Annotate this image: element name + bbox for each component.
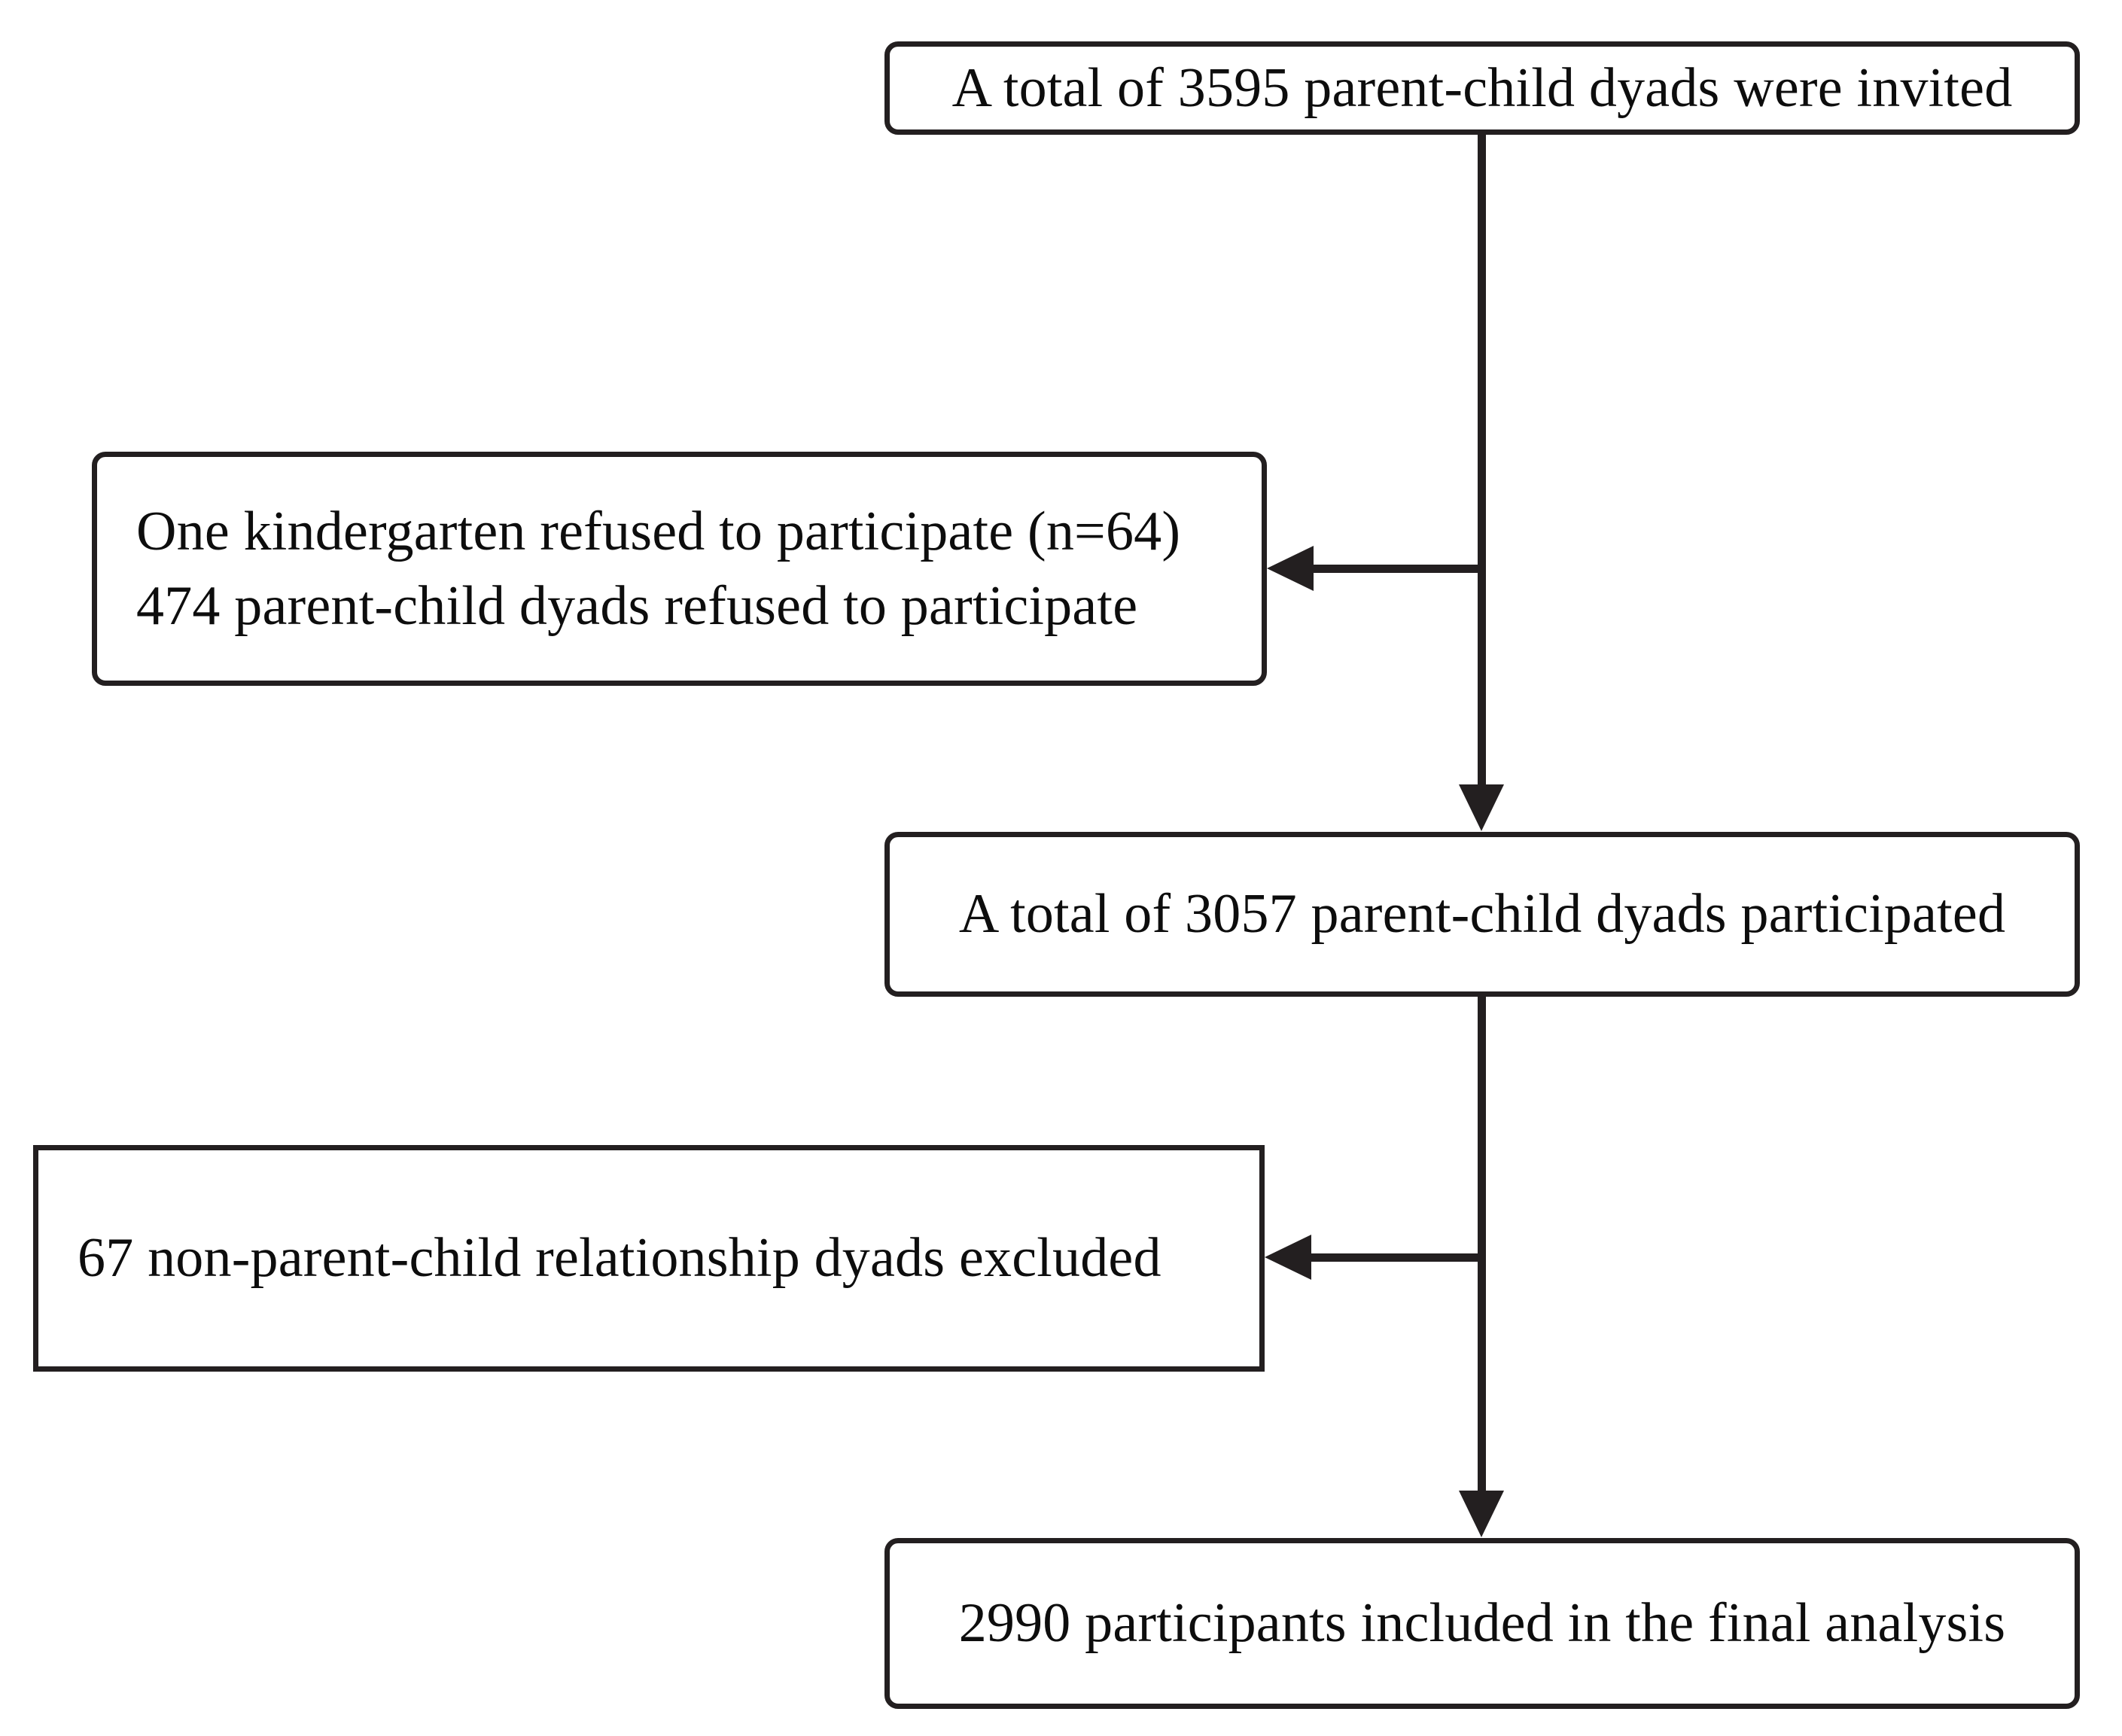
arrowhead-into-excluded	[1265, 1235, 1311, 1280]
node-invited-label: A total of 3595 parent-child dyads were …	[951, 56, 2013, 119]
node-refused-label-line1: One kindergarten refused to participate …	[136, 501, 1181, 563]
connector-invited-to-refused	[1311, 565, 1481, 573]
node-participated-label: A total of 3057 parent-child dyads parti…	[958, 883, 2006, 946]
connector-invited-to-participated	[1478, 134, 1486, 803]
connector-participated-to-excluded	[1308, 1253, 1481, 1262]
node-analyzed: 2990 participants included in the final …	[884, 1538, 2080, 1709]
arrowhead-into-analyzed	[1459, 1491, 1504, 1537]
arrowhead-into-refused	[1267, 546, 1314, 591]
node-excluded: 67 non-parent-child relationship dyads e…	[33, 1145, 1265, 1372]
connector-participated-to-analyzed	[1478, 997, 1486, 1491]
node-excluded-label: 67 non-parent-child relationship dyads e…	[78, 1227, 1161, 1290]
node-refused-label-line2: 474 parent-child dyads refused to partic…	[136, 574, 1138, 637]
node-participated: A total of 3057 parent-child dyads parti…	[884, 832, 2080, 997]
arrowhead-into-participated	[1459, 784, 1504, 831]
node-analyzed-label: 2990 participants included in the final …	[958, 1592, 2006, 1655]
node-invited: A total of 3595 parent-child dyads were …	[884, 41, 2080, 135]
node-refused: One kindergarten refused to participate …	[92, 452, 1267, 686]
